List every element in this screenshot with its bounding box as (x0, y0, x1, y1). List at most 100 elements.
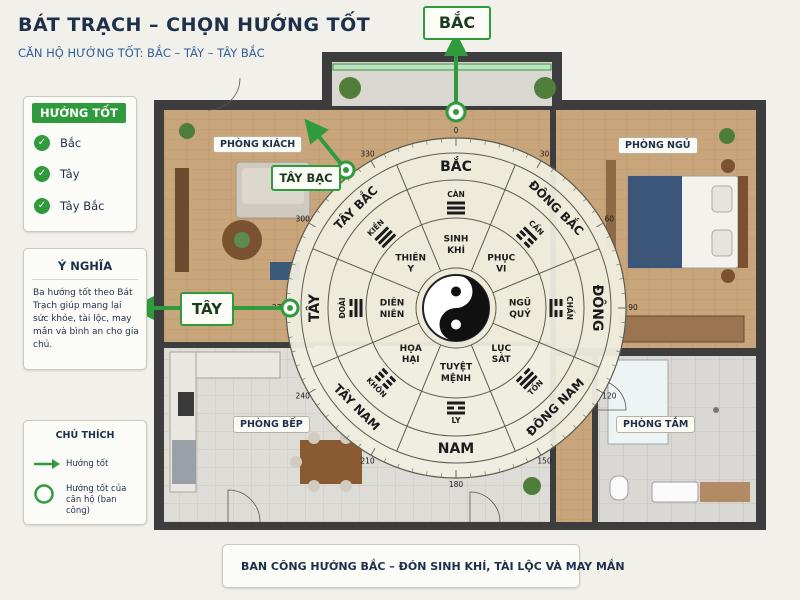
compass-tick (308, 222, 316, 228)
compass-tick (296, 364, 301, 367)
compass-tick (370, 160, 376, 168)
compass-tick (619, 336, 624, 338)
balcony-rail (332, 63, 552, 71)
wardrobe (606, 160, 616, 250)
compass-degree-label: 90 (628, 303, 638, 312)
compass-tick (296, 249, 301, 252)
compass-tick (606, 235, 611, 239)
compass-tick (573, 187, 577, 191)
compass-tick (498, 468, 501, 473)
compass-trigram-label: CHẤN (565, 296, 575, 320)
compass-tick (596, 388, 604, 394)
compass-sector-line (396, 164, 442, 272)
compass-tick (591, 402, 596, 406)
west-callout: TÂY (180, 292, 234, 326)
compass-tick (616, 263, 621, 266)
compass-tick (484, 471, 486, 476)
balcony-plant (339, 77, 361, 99)
compass-tick (301, 377, 306, 381)
compass-tick (550, 168, 554, 173)
compass-tick (582, 414, 587, 418)
compass-tick (383, 153, 387, 158)
direction-label: Bắc (60, 136, 82, 150)
trigram-symbol (549, 299, 563, 317)
divider (32, 279, 138, 280)
compass-trigram-label: CÀN (447, 190, 465, 199)
compass-degree-label: 330 (360, 150, 375, 159)
trigram-symbol (374, 367, 397, 390)
compass-tick (611, 249, 616, 252)
compass-direction-label: TÂY (306, 293, 323, 322)
direction-item: ✓ Tây (34, 164, 80, 184)
bed-blanket (628, 176, 682, 268)
tv-cabinet (175, 168, 189, 272)
compass-direction-label: NAM (438, 441, 474, 457)
check-icon: ✓ (34, 135, 50, 151)
legend-circle-label: Hướng tốt của căn hộ (ban công) (66, 484, 127, 516)
compass-tick (411, 468, 414, 473)
compass-trigram-label: LY (451, 416, 461, 425)
compass-sector-line (492, 248, 600, 294)
yin-yang-icon (422, 274, 490, 342)
compass-tick (346, 434, 350, 439)
compass-sector-line (312, 248, 420, 294)
kitchen-plant (523, 477, 541, 495)
room-label-bathroom: PHÒNG TẮM (616, 416, 696, 433)
room-label-bedroom: PHÒNG NGỦ (618, 137, 698, 154)
trigram-symbol (447, 401, 465, 415)
compass-direction-label: BẮC (440, 156, 472, 175)
compass-tick (397, 463, 400, 468)
compass-degree-label: 0 (454, 126, 459, 135)
direction-item: ✓ Bắc (34, 133, 81, 153)
compass-tick (606, 377, 611, 381)
sink (651, 481, 699, 503)
compass-tick (426, 140, 428, 145)
compass-tick (325, 198, 330, 202)
check-icon: ✓ (34, 166, 50, 182)
room-label-kitchen: PHÒNG BẾP (233, 416, 310, 433)
room-label-living: PHÒNG KIÁCH (213, 136, 303, 153)
north-callout: BẮC (423, 6, 491, 40)
fridge (172, 440, 196, 484)
toilet (609, 475, 629, 501)
compass-tick (512, 148, 515, 153)
compass-tick (573, 425, 577, 429)
trigram-symbol (374, 226, 397, 249)
compass-tick (582, 198, 587, 202)
compass-tick (591, 210, 596, 214)
compass-degree-label: 180 (449, 480, 464, 489)
compass-tick (288, 336, 293, 338)
compass-degree-label: 210 (360, 456, 375, 465)
trigram-symbol (349, 299, 363, 317)
direction-label: Tây Bắc (60, 199, 105, 213)
compass-tick (358, 168, 362, 173)
compass-degree-label: 300 (296, 215, 311, 224)
check-icon: ✓ (34, 198, 50, 214)
page-title: BÁT TRẠCH – CHỌN HƯỚNG TỐT (18, 14, 371, 36)
arrow-legend-icon (34, 459, 60, 469)
trigram-symbol (447, 201, 465, 215)
compass-tick (525, 458, 529, 463)
compass-tick (316, 402, 321, 406)
compass-tick (525, 153, 529, 158)
northwest-callout: TÂY BẠC (271, 165, 341, 191)
legend-arrow-label: Hướng tốt (66, 459, 109, 469)
direction-label: Tây (60, 167, 80, 181)
compass-tick (308, 388, 316, 394)
meaning-text: Ba hướng tốt theo Bát Trạch giúp mang lạ… (33, 288, 139, 350)
compass-degree-label: 150 (537, 456, 552, 465)
plant (179, 123, 195, 139)
compass-direction-label: ĐÔNG (589, 285, 607, 332)
compass-tick (619, 278, 624, 280)
compass-sector-line (470, 164, 516, 272)
legend-panel: CHÚ THÍCH Hướng tốt Hướng tốt của căn hộ… (23, 420, 147, 525)
compass-sector-line (396, 344, 442, 452)
